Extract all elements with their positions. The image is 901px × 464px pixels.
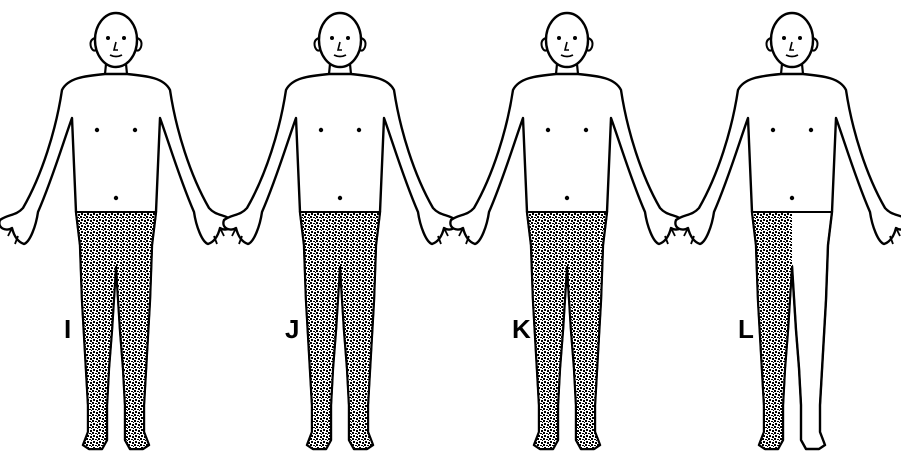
figure-j [223, 13, 456, 452]
figure-label-l: L [738, 316, 754, 342]
figure-l [675, 13, 901, 452]
figure-label-j: J [285, 316, 299, 342]
figure-label-k: K [512, 316, 531, 342]
figure-i [0, 13, 233, 452]
figure-label-i: I [64, 316, 71, 342]
figure-k [450, 13, 683, 452]
